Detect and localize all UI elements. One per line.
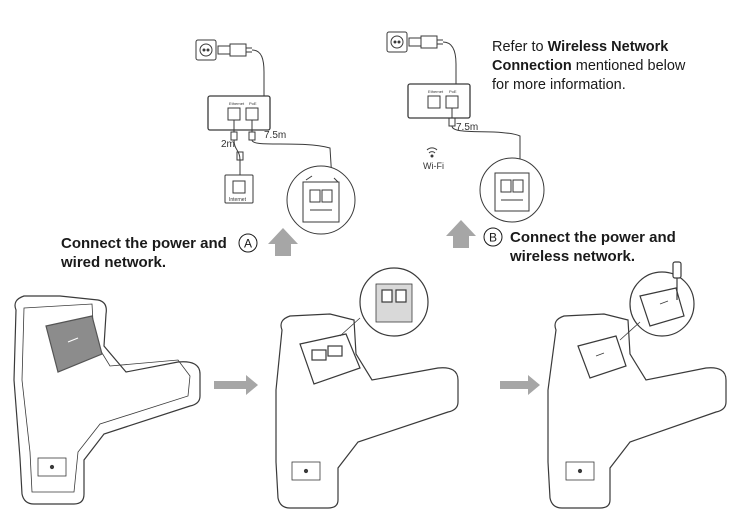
power-plug-icon xyxy=(217,43,247,57)
port-ethernet-label: Ethernet xyxy=(428,89,444,94)
cable-7-5m-label-right: 7.5m xyxy=(456,122,478,133)
port-ethernet-label: Ethernet xyxy=(229,101,245,106)
power-plug-icon xyxy=(408,35,438,49)
conference-phone-step1 xyxy=(13,295,201,505)
bottom-cover xyxy=(45,315,103,373)
screwdriver-icon xyxy=(672,261,682,300)
installed-cover xyxy=(577,335,627,379)
cable-7-5m-label-left: 7.5m xyxy=(264,130,286,141)
right-arrow-2 xyxy=(500,375,540,395)
marker-a-label: A xyxy=(244,237,252,251)
right-power-setup: Ethernet PoE 7.5m Wi-Fi xyxy=(386,31,545,223)
note-link-part2: Connection xyxy=(492,58,572,74)
left-power-setup: Ethernet PoE Internet 2m 7.5m xyxy=(195,39,356,235)
note-suffix: mentioned below xyxy=(571,58,686,74)
marker-b-label: B xyxy=(489,231,497,245)
marker-b-circle: B xyxy=(483,227,503,247)
note-prefix: Refer to xyxy=(492,39,548,55)
cable-2m-label: 2m xyxy=(221,139,235,150)
right-arrow-1 xyxy=(214,375,258,395)
up-arrow-right xyxy=(446,220,476,248)
conference-phone-step2 xyxy=(275,267,459,509)
caption-b-line2: wireless network. xyxy=(510,248,636,265)
note-line3: for more information. xyxy=(492,77,626,93)
port-poe-label: PoE xyxy=(249,101,257,106)
conference-phone-step3 xyxy=(547,261,727,509)
wall-jack-label: Internet xyxy=(229,197,247,203)
wifi-label: Wi-Fi xyxy=(423,161,444,171)
marker-a-circle: A xyxy=(238,233,258,253)
internet-wall-jack xyxy=(224,174,254,204)
wall-outlet-icon xyxy=(386,31,408,53)
reference-note: Refer to Wireless Network Connection men… xyxy=(492,38,732,95)
caption-a-line2: wired network. xyxy=(61,254,167,271)
caption-b-line1: Connect the power and xyxy=(510,229,676,246)
up-arrow-left xyxy=(268,228,298,256)
note-link-part1: Wireless Network xyxy=(547,39,669,55)
wall-outlet-icon xyxy=(195,39,217,61)
port-poe-label: PoE xyxy=(449,89,457,94)
caption-a-line1: Connect the power and xyxy=(61,235,227,252)
wifi-icon xyxy=(426,147,438,158)
